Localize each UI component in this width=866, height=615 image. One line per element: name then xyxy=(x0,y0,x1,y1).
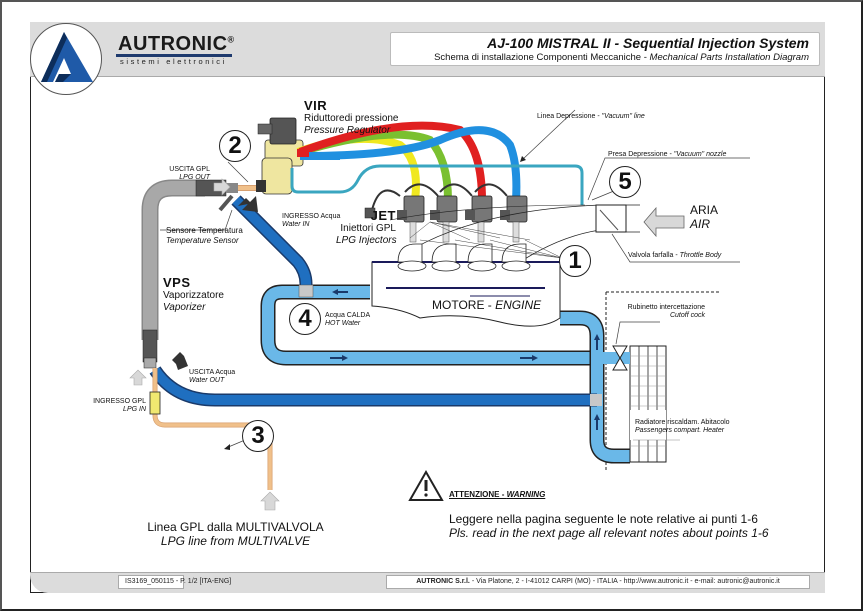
water-out-pipe xyxy=(150,367,597,405)
leader-injectors xyxy=(409,221,531,241)
leader-throttle xyxy=(611,233,740,263)
lpg-filter xyxy=(149,391,161,415)
water-in-pipe xyxy=(232,196,311,292)
callout-4: 4 xyxy=(289,303,321,335)
throttle-body xyxy=(595,204,627,233)
vacuum-line-label: Linea Depressione - "Vacuum" line xyxy=(537,113,645,120)
water-in-arrow-icon xyxy=(238,196,258,212)
lpg-out-arrow-icon xyxy=(213,178,231,196)
page-subtitle: Schema di installazione Componenti Mecca… xyxy=(434,52,809,63)
warning-title: ATTENZIONE - WARNING xyxy=(449,490,546,499)
engine-block xyxy=(371,243,562,327)
air-label: ARIA AIR xyxy=(690,203,719,231)
leader-temp-sensor xyxy=(160,209,233,231)
pipe-joint xyxy=(298,284,314,298)
lpg-line-arrow-icon xyxy=(260,491,280,511)
leader-vacuum-line xyxy=(521,109,576,161)
injectors xyxy=(364,183,528,243)
logo xyxy=(30,23,102,95)
callout-2: 2 xyxy=(219,130,251,162)
lpg-in-arrow-icon xyxy=(129,369,147,386)
brand-underline xyxy=(116,54,232,57)
water-out-arrow-icon xyxy=(172,352,188,370)
document-code: IS3169_050115 - P. 1/2 [ITA-ENG] xyxy=(118,575,231,589)
title-box: AJ-100 MISTRAL II - Sequential Injection… xyxy=(390,32,820,66)
heater-return-pipe xyxy=(560,312,630,462)
pressure-regulator xyxy=(256,117,304,195)
page-title: AJ-100 MISTRAL II - Sequential Injection… xyxy=(487,35,809,51)
vaporizer-hose xyxy=(143,181,205,340)
callout-1: 1 xyxy=(559,245,591,277)
pipe-joint xyxy=(590,394,602,406)
vaporizer-body xyxy=(142,329,158,363)
triangle-logo-icon xyxy=(41,32,93,82)
vir-label: VIR Riduttoredi pressione Pressure Regul… xyxy=(304,98,399,136)
hot-water-loop xyxy=(262,286,600,364)
callout-5: 5 xyxy=(609,166,641,198)
air-arrow-icon xyxy=(643,206,685,238)
throttle-body-label: Valvola farfalla - Throttle Body xyxy=(628,252,722,259)
jet-label: JET Iniettori GPL LPG Injectors xyxy=(336,208,397,246)
engine-label: MOTORE - ENGINE xyxy=(432,298,542,312)
warning-triangle-icon xyxy=(408,469,444,501)
brand-name: AUTRONIC® xyxy=(118,33,235,55)
brand-tagline: sistemi elettronici xyxy=(120,57,227,66)
leader-callout-1 xyxy=(419,239,563,259)
gas-hose-blue xyxy=(299,126,521,201)
vacuum-nozzle-label: Presa Depressione - "Vacuum" nozzle xyxy=(608,151,727,158)
callout-3: 3 xyxy=(242,420,274,452)
company-info: AUTRONIC S.r.l. - Via Platone, 2 - I-410… xyxy=(386,575,810,589)
warning-text: Leggere nella pagina seguente le note re… xyxy=(449,512,769,540)
cutoff-valve xyxy=(612,345,628,371)
leader-callout-2 xyxy=(227,161,249,183)
leader-vacuum-nozzle xyxy=(587,157,750,201)
heater-radiator xyxy=(629,345,667,463)
vps-label: VPS Vaporizzatore Vaporizer xyxy=(163,275,224,313)
vacuum-line xyxy=(290,164,584,205)
